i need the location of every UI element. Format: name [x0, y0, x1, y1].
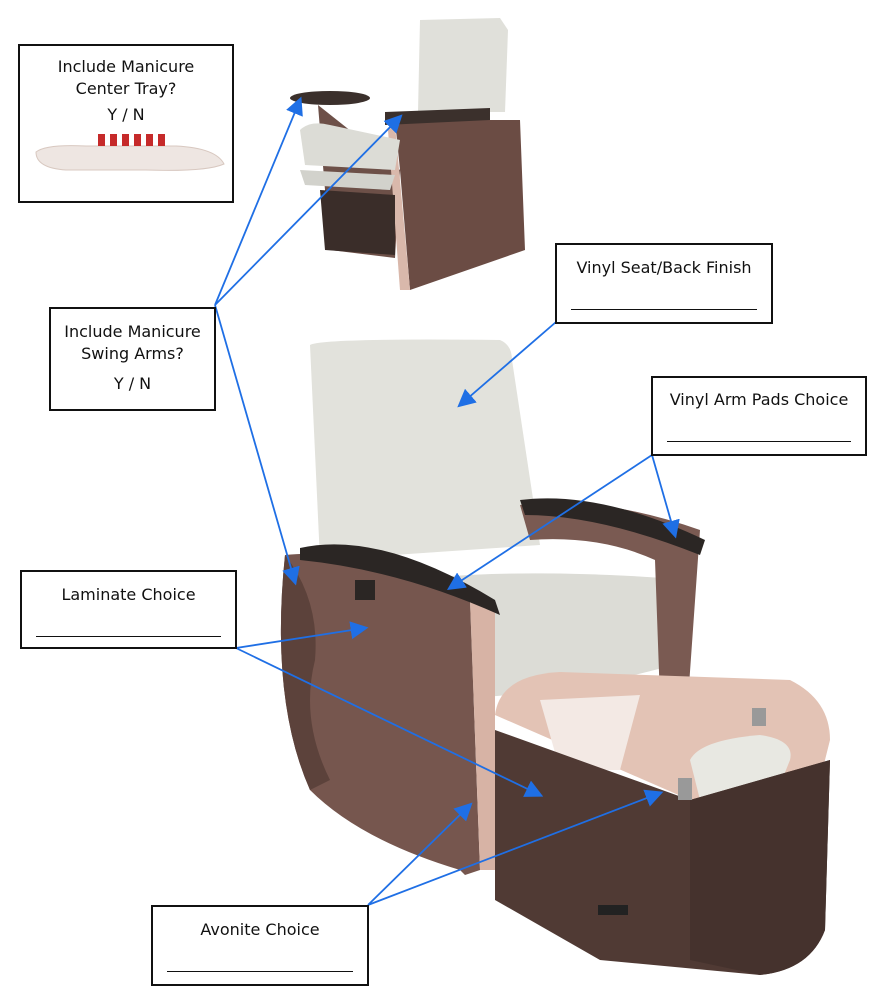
swing-arms-line2: Swing Arms?	[81, 344, 184, 363]
swing-arms-callout: Include Manicure Swing Arms? Y / N	[49, 307, 216, 411]
center-tray-callout: Include Manicure Center Tray? Y / N	[18, 44, 234, 203]
large-chair-image	[280, 339, 830, 975]
vinyl-seat-title: Vinyl Seat/Back Finish	[576, 258, 752, 277]
vinyl-arm-callout: Vinyl Arm Pads Choice	[651, 376, 867, 456]
swing-arms-answer[interactable]: Y / N	[113, 374, 152, 393]
center-tray-line1: Include Manicure	[57, 57, 195, 76]
laminate-callout: Laminate Choice	[20, 570, 237, 649]
center-tray-answer[interactable]: Y / N	[107, 105, 145, 124]
small-chair-image	[290, 18, 525, 290]
laminate-title: Laminate Choice	[61, 585, 196, 604]
avonite-callout: Avonite Choice	[151, 905, 369, 986]
avonite-answer-line[interactable]	[167, 971, 353, 972]
swing-arms-line1: Include Manicure	[64, 322, 201, 341]
laminate-answer-line[interactable]	[36, 636, 221, 637]
vinyl-seat-answer-line[interactable]	[571, 309, 757, 310]
avonite-title: Avonite Choice	[200, 920, 320, 939]
vinyl-seat-callout: Vinyl Seat/Back Finish	[555, 243, 773, 324]
manicure-tray-image	[35, 134, 225, 171]
vinyl-arm-title: Vinyl Arm Pads Choice	[669, 390, 849, 409]
vinyl-arm-answer-line[interactable]	[667, 441, 851, 442]
callout-arrows	[214, 96, 680, 906]
center-tray-line2: Center Tray?	[75, 79, 177, 98]
